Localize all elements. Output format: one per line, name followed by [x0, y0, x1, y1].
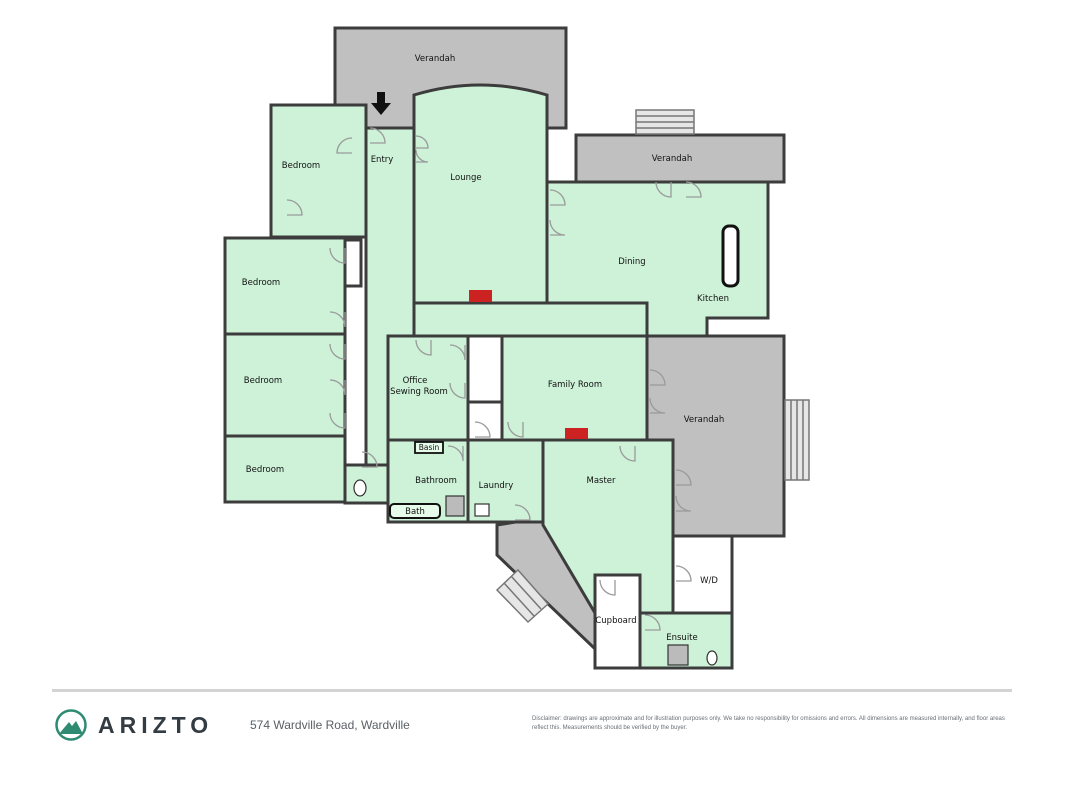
disclaimer-text: Disclaimer: drawings are approximate and… — [532, 716, 1005, 731]
label-sewing-room: Sewing Room — [390, 387, 448, 397]
door-swing — [514, 504, 531, 521]
label-entry: Entry — [371, 155, 394, 165]
label-basin: Basin — [419, 443, 440, 452]
brand-name: ARIZTO — [98, 712, 214, 738]
fireplace-master — [565, 428, 588, 439]
label-wd: W/D — [700, 576, 718, 586]
door-swing — [675, 565, 692, 582]
door-swing — [286, 199, 303, 216]
label-bedroom-3: Bedroom — [244, 376, 282, 386]
label-kitchen: Kitchen — [697, 294, 729, 304]
wardrobe-wd — [671, 534, 734, 615]
door-swing — [447, 445, 464, 462]
door-swing — [649, 369, 666, 386]
door-swing — [655, 181, 672, 198]
label-bath: Bath — [405, 507, 425, 517]
label-master: Master — [586, 476, 616, 486]
label-bedroom-1: Bedroom — [282, 161, 320, 171]
door-swing — [415, 135, 429, 149]
label-verandah-right: Verandah — [684, 415, 724, 425]
door-swing — [619, 445, 636, 462]
door-swing — [361, 451, 378, 468]
label-bedroom-4: Bedroom — [246, 465, 284, 475]
footer-divider — [52, 689, 1012, 692]
bath-box — [389, 503, 441, 519]
label-verandah-right-top: Verandah — [652, 154, 692, 164]
door-swing — [549, 189, 566, 206]
floor-plan: Verandah Verandah Verandah Entry Lounge … — [223, 26, 810, 670]
room-bedroom-1 — [269, 103, 368, 239]
door-swing — [675, 469, 692, 486]
door-swing — [449, 382, 466, 399]
arizto-logo-icon — [55, 709, 87, 741]
entry-arrow-icon — [371, 92, 391, 115]
fireplace-lounge — [469, 290, 492, 302]
label-office: Office — [403, 376, 428, 386]
linen-cupboard — [466, 334, 504, 404]
label-bathroom: Bathroom — [415, 476, 457, 486]
ensuite-toilet-icon — [706, 650, 718, 666]
label-verandah-top: Verandah — [415, 54, 455, 64]
door-swing — [599, 579, 616, 596]
basin-box — [414, 441, 444, 454]
label-lounge: Lounge — [450, 173, 481, 183]
door-swing — [329, 343, 346, 360]
door-swing — [415, 149, 429, 163]
shower-icon — [445, 495, 465, 517]
laundry-tub-icon — [474, 503, 490, 517]
door-swing — [329, 247, 346, 264]
label-ensuite: Ensuite — [666, 633, 698, 643]
robe-bed2 — [343, 238, 363, 288]
label-dining: Dining — [618, 257, 645, 267]
door-swing — [329, 311, 346, 328]
kitchen-island — [721, 224, 740, 288]
ensuite-shower-icon — [667, 644, 689, 666]
label-bedroom-2: Bedroom — [242, 278, 280, 288]
door-swing — [474, 421, 491, 438]
door-swing — [675, 495, 692, 512]
label-cupboard: Cupboard — [595, 616, 636, 626]
door-swing — [329, 412, 346, 429]
door-swing — [507, 421, 524, 438]
door-swing — [549, 219, 566, 236]
door-swing — [329, 379, 346, 396]
label-laundry: Laundry — [479, 481, 514, 491]
cupboard-room — [593, 573, 642, 670]
room-family — [500, 334, 649, 442]
door-swing — [369, 127, 386, 144]
room-corridor — [412, 301, 649, 338]
door-swing — [336, 137, 353, 154]
property-address: 574 Wardville Road, Wardville — [250, 718, 410, 732]
door-swing — [415, 339, 432, 356]
label-family-room: Family Room — [548, 380, 602, 390]
door-swing — [449, 344, 466, 361]
room-toilet — [343, 463, 390, 505]
door-swing — [649, 397, 666, 414]
toilet-icon — [353, 479, 367, 497]
door-swing — [644, 614, 661, 631]
door-swing — [685, 181, 702, 198]
room-lounge — [412, 83, 549, 305]
room-bedroom-4 — [223, 434, 347, 504]
